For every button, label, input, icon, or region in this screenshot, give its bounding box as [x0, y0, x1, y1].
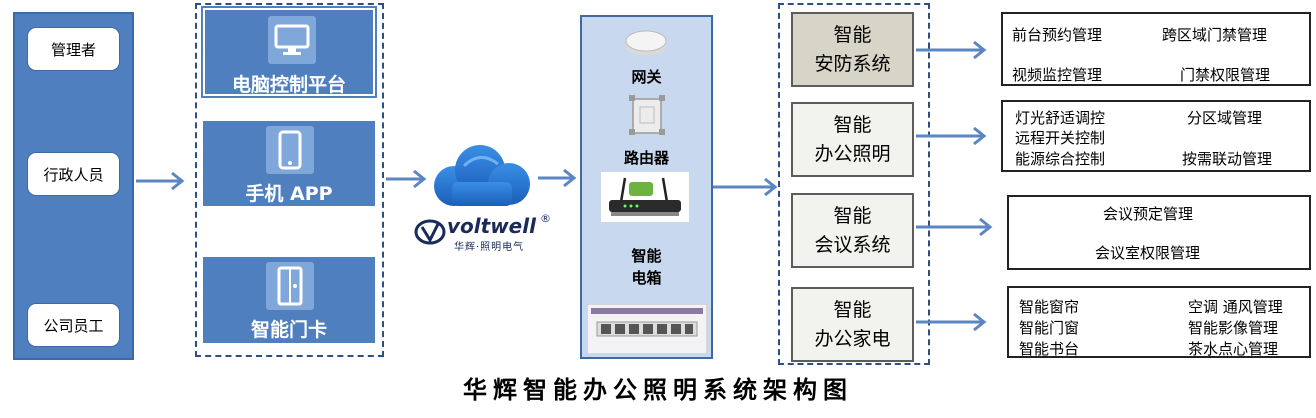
platform-label-pc: 电脑控制平台 [231, 74, 346, 96]
system-appliances-line2: 办公家电 [814, 327, 891, 350]
feature-item: 智能书台 [1019, 340, 1080, 358]
door-card-icon [266, 262, 314, 310]
system-security: 智能 安防系统 [791, 12, 914, 87]
logo-name: voltwell [447, 214, 536, 238]
device-label-router: 路由器 [623, 149, 669, 167]
devices-panel: 网关 路由器 智能 电箱 [580, 15, 713, 359]
user-roles-panel: 管理者 行政人员 公司员工 [13, 12, 134, 360]
feature-item: 智能窗帘 [1019, 298, 1080, 316]
monitor-icon [268, 16, 316, 64]
feature-item: 智能门窗 [1019, 319, 1080, 337]
arrow-security-to-features [916, 40, 987, 60]
logo-registered-mark: ® [540, 212, 551, 225]
feature-item: 空调 通风管理 [1188, 298, 1283, 316]
access-point-icon [629, 95, 665, 135]
platform-label-app: 手机 APP [245, 183, 333, 205]
feature-item: 会议预定管理 [1103, 205, 1194, 223]
feature-item: 按需联动管理 [1182, 150, 1273, 168]
system-meeting-line2: 会议系统 [814, 233, 891, 256]
system-appliances: 智能 办公家电 [791, 287, 914, 362]
feature-item: 茶水点心管理 [1188, 340, 1279, 358]
arrow-meeting-to-features [916, 217, 993, 237]
feature-item: 跨区域门禁管理 [1162, 26, 1268, 44]
features-security: 前台预约管理 跨区域门禁管理 视频监控管理 门禁权限管理 [1001, 12, 1311, 86]
user-role-employee: 公司员工 [27, 303, 120, 347]
features-lighting: 灯光舒适调控 分区域管理 远程开关控制 能源综合控制 按需联动管理 [1001, 100, 1311, 172]
arrow-platforms-to-cloud [386, 169, 427, 189]
platforms-frame [195, 3, 384, 357]
systems-frame [778, 3, 930, 365]
platform-mobile-app: 手机 APP [203, 121, 375, 206]
arrow-devices-to-systems [713, 177, 778, 197]
feature-item: 远程开关控制 [1015, 129, 1106, 147]
arrow-users-to-platforms [136, 171, 185, 191]
system-lighting: 智能 办公照明 [791, 102, 914, 177]
voltwell-logo-icon [414, 219, 446, 245]
arrow-lighting-to-features [916, 126, 987, 146]
feature-item: 门禁权限管理 [1180, 66, 1271, 84]
platform-pc: 电脑控制平台 [201, 6, 377, 98]
feature-item: 视频监控管理 [1012, 66, 1103, 84]
system-meeting: 智能 会议系统 [791, 193, 914, 268]
features-meeting: 会议预定管理 会议室权限管理 [1007, 195, 1311, 270]
feature-item: 会议室权限管理 [1095, 244, 1201, 262]
system-appliances-line1: 智能 [833, 298, 872, 321]
platform-door-card: 智能门卡 [203, 257, 375, 343]
system-lighting-line2: 办公照明 [814, 142, 891, 165]
user-role-admin: 管理者 [27, 27, 120, 71]
features-appliances: 智能窗帘 空调 通风管理 智能门窗 智能影像管理 智能书台 茶水点心管理 [1007, 286, 1311, 358]
logo-subtitle: 华辉·照明电气 [454, 242, 525, 253]
user-role-admin-staff: 行政人员 [27, 152, 120, 196]
device-label-gateway: 网关 [631, 68, 662, 86]
cloud-icon [434, 145, 530, 206]
feature-item: 前台预约管理 [1012, 26, 1103, 44]
system-lighting-line1: 智能 [833, 113, 872, 136]
smart-electric-box-icon [587, 304, 707, 354]
system-meeting-line1: 智能 [833, 204, 872, 227]
gateway-icon [625, 30, 667, 55]
voltwell-logo: voltwell ® 华辉·照明电气 [414, 212, 564, 253]
diagram-caption: 华辉智能办公照明系统架构图 [463, 375, 853, 404]
phone-icon [266, 126, 314, 174]
router-icon [601, 172, 689, 222]
feature-item: 分区域管理 [1187, 109, 1263, 127]
feature-item: 智能影像管理 [1188, 319, 1279, 337]
platform-label-card: 智能门卡 [250, 319, 327, 341]
feature-item: 能源综合控制 [1015, 150, 1106, 168]
device-label-smart-box-1: 智能 [631, 247, 662, 265]
arrow-appliances-to-features [916, 312, 987, 332]
feature-item: 灯光舒适调控 [1015, 109, 1106, 127]
system-security-line2: 安防系统 [814, 52, 891, 75]
device-label-smart-box-2: 电箱 [631, 269, 662, 287]
arrow-cloud-to-devices [538, 168, 577, 188]
system-security-line1: 智能 [833, 23, 872, 46]
